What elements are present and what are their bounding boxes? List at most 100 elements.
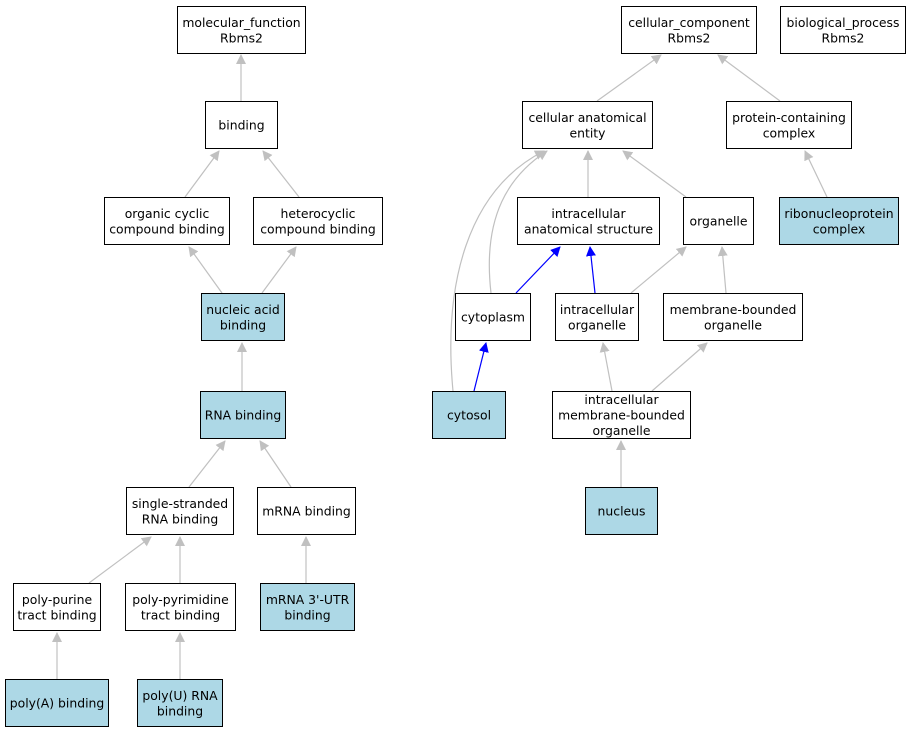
edge-cytoplasm-to-cae <box>488 150 548 294</box>
node-label: compound binding <box>260 221 376 236</box>
node-box <box>683 197 754 245</box>
node-box <box>726 101 852 149</box>
node-label: organelle <box>704 317 762 332</box>
node-box <box>200 391 286 439</box>
edge-intra-org-to-organelle <box>630 246 687 294</box>
edge-heterocyclic-to-binding <box>262 150 300 198</box>
node-label: poly-pyrimidine <box>132 592 229 607</box>
node-box <box>621 6 757 54</box>
edge-cytosol-to-cae <box>450 150 545 392</box>
edge-intra-org-to-ias <box>586 246 596 294</box>
node-label: Rbms2 <box>822 30 865 45</box>
node-box <box>260 583 355 631</box>
node-box <box>517 197 660 245</box>
edge-pcc-to-cc-root <box>717 54 781 102</box>
node-mrna-binding[interactable]: mRNA binding <box>257 487 356 535</box>
node-label: anatomical structure <box>524 221 653 236</box>
node-box <box>104 197 230 245</box>
node-box <box>663 293 803 341</box>
node-box <box>779 197 899 245</box>
node-label: RNA binding <box>142 511 218 526</box>
node-label: complex <box>813 221 866 236</box>
node-binding[interactable]: binding <box>205 101 278 149</box>
node-box <box>137 679 223 727</box>
node-label: cellular_component <box>628 15 750 30</box>
node-label: mRNA 3'-UTR <box>266 592 350 607</box>
node-label: cytoplasm <box>461 310 525 325</box>
node-label: binding <box>284 607 330 622</box>
node-label: nucleic acid <box>206 302 280 317</box>
node-label: protein-containing <box>732 110 846 125</box>
node-label: RNA binding <box>205 408 281 423</box>
edge-mbo-to-organelle <box>717 246 728 294</box>
node-label: binding <box>218 118 264 133</box>
node-box <box>201 293 285 341</box>
edge-cytosol-to-cytoplasm <box>473 342 489 392</box>
node-box <box>552 391 691 439</box>
node-box <box>253 197 383 245</box>
node-label: intracellular <box>560 302 635 317</box>
edges-layer <box>52 54 828 679</box>
edge-nucleic-acid-to-organic-cyclic <box>188 246 223 294</box>
node-label: organic cyclic <box>125 206 210 221</box>
node-box <box>5 679 109 727</box>
node-nucleus[interactable]: nucleus <box>585 487 658 535</box>
node-label: cytosol <box>447 408 491 423</box>
node-label: nucleus <box>598 504 646 519</box>
node-cytoplasm[interactable]: cytoplasm <box>455 293 531 341</box>
node-label: organelle <box>690 214 748 229</box>
node-box <box>585 487 658 535</box>
edge-ss-rna-to-rna-binding <box>188 440 226 488</box>
node-label: intracellular <box>551 206 626 221</box>
edge-imbo-to-intra-org <box>599 342 613 392</box>
node-label: organelle <box>593 423 651 438</box>
node-label: single-stranded <box>132 496 228 511</box>
node-label: poly(U) RNA <box>142 688 218 703</box>
node-box <box>177 6 306 54</box>
node-label: biological_process <box>787 15 900 30</box>
node-label: heterocyclic <box>280 206 355 221</box>
node-label: membrane-bounded <box>670 302 797 317</box>
node-rna-binding[interactable]: RNA binding <box>200 391 286 439</box>
node-label: Rbms2 <box>668 30 711 45</box>
node-polya[interactable]: poly(A) binding <box>5 679 109 727</box>
node-box <box>13 583 101 631</box>
edge-imbo-to-mbo <box>651 342 708 392</box>
node-label: binding <box>220 317 266 332</box>
node-label: complex <box>763 125 816 140</box>
node-box <box>257 487 356 535</box>
node-organelle[interactable]: organelle <box>683 197 754 245</box>
node-label: mRNA binding <box>262 504 351 519</box>
node-label: tract binding <box>141 607 220 622</box>
node-cytosol[interactable]: cytosol <box>432 391 506 439</box>
node-box <box>780 6 906 54</box>
node-box <box>555 293 639 341</box>
edge-cytoplasm-to-ias <box>515 246 561 294</box>
node-box <box>126 487 234 535</box>
node-label: tract binding <box>17 607 96 622</box>
node-box <box>432 391 506 439</box>
node-label: membrane-bounded <box>558 408 685 423</box>
edge-organic-cyclic-to-binding <box>184 150 220 198</box>
edge-nucleic-acid-to-heterocyclic <box>261 246 297 294</box>
